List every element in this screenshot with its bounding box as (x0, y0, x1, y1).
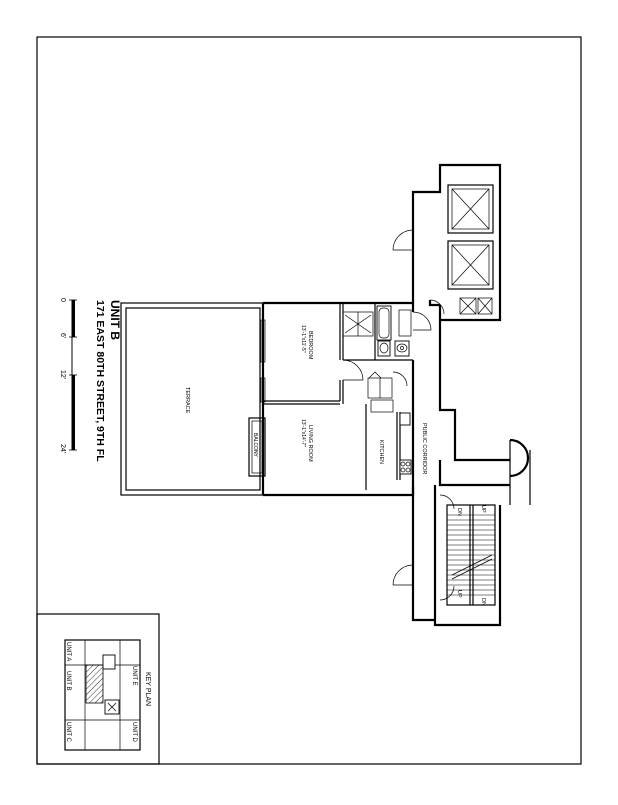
key-plan-title: KEY PLAN (144, 672, 151, 706)
stair-dn-label-2: DN (480, 598, 486, 606)
stair-treads (447, 514, 495, 596)
bedroom-label: BEDROOM (307, 331, 313, 360)
corridor-bumpout (509, 438, 531, 505)
public-corridor: PUBLIC CORRIDOR (411, 250, 510, 622)
stair-up-label-1: UP (480, 505, 486, 513)
key-plan: KEY PLAN UNIT A UNIT B UNIT C UNIT E UNI… (36, 613, 160, 765)
bedroom-closet (342, 311, 374, 337)
stair-core: UP DN UP DN (433, 485, 502, 627)
living-room-label: LIVING ROOM (307, 425, 313, 462)
key-plan-unit-b: UNIT B (65, 671, 71, 691)
corridor-label: PUBLIC CORRIDOR (421, 423, 427, 474)
apartment-entry-door (412, 311, 432, 331)
balcony-label: BALCONY (252, 433, 258, 458)
terrace-area: TERRACE (120, 302, 264, 496)
title-block: UNIT B 171 EAST 80TH STREET, 9TH FL (94, 300, 122, 462)
scale-tick-0: 0 (59, 298, 66, 302)
sheet-border (36, 36, 582, 765)
key-plan-unit-c: UNIT C (65, 722, 71, 743)
kitchen-label: KITCHEN (378, 440, 384, 464)
address-title: 171 EAST 80TH STREET, 9TH FL (94, 300, 106, 462)
stair-up-label-2: UP (456, 590, 462, 598)
living-room-dimensions: 13'-1"x14'-7" (300, 419, 306, 447)
scale-tick-12: 12' (59, 370, 66, 379)
stair-dn-label-1: DN (456, 508, 462, 516)
bathroom-fixtures (376, 305, 412, 357)
key-plan-unit-d: UNIT D (131, 722, 137, 743)
scale-tick-6: 6' (59, 333, 66, 338)
bedroom-label-group: BEDROOM 13'-1"x11'-5" (300, 325, 313, 360)
corridor-door-upper (392, 229, 414, 251)
unit-title: UNIT B (108, 300, 122, 340)
living-room-label-group: LIVING ROOM 13'-1"x14'-7" (300, 419, 313, 462)
entry-closets (367, 371, 408, 413)
bedroom-dimensions: 13'-1"x11'-5" (300, 325, 306, 353)
key-plan-unit-a: UNIT A (65, 642, 71, 661)
terrace-label: TERRACE (184, 387, 190, 414)
kitchen-area: KITCHEN (365, 404, 412, 490)
elevator-core (411, 163, 502, 322)
corridor-door-lower (392, 564, 414, 586)
key-plan-unit-e: UNIT E (131, 666, 137, 686)
scale-bar: 0 6' 12' 24' (59, 298, 77, 453)
scale-tick-24: 24' (59, 444, 66, 453)
